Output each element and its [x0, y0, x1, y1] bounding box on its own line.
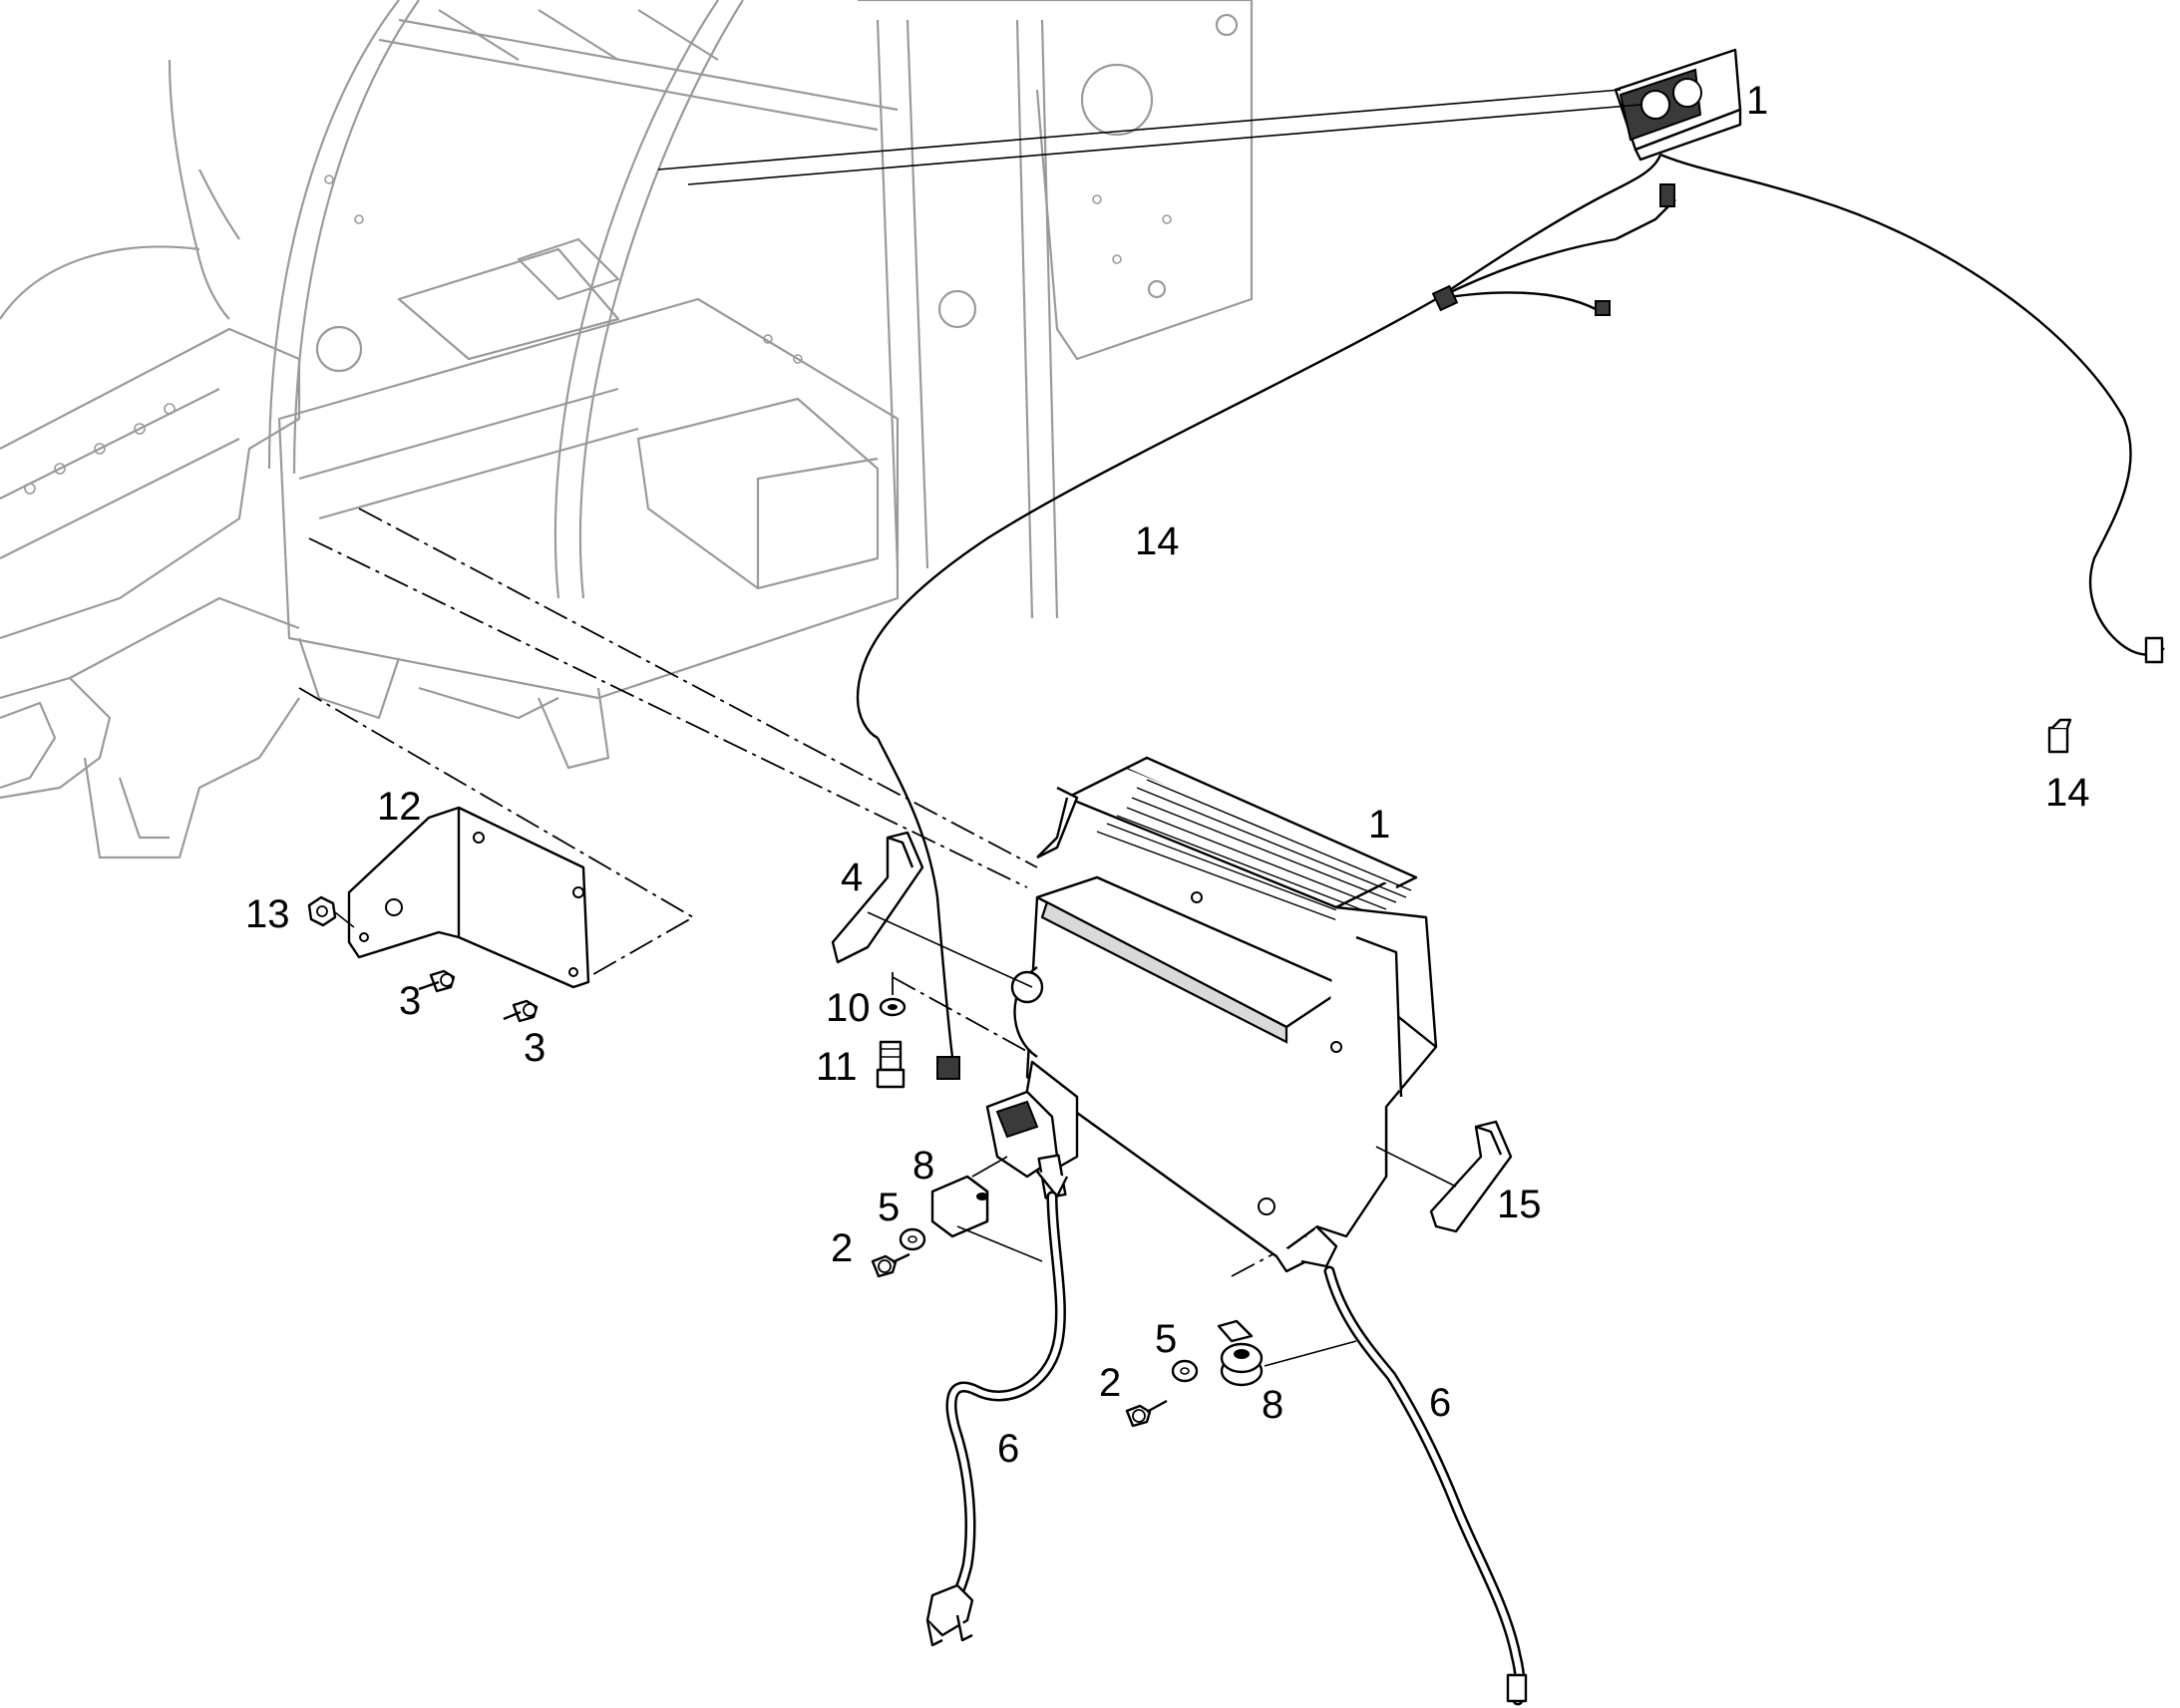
callout-11: 11	[816, 1045, 858, 1089]
nut	[307, 895, 337, 927]
callout-8-lower: 8	[1262, 1383, 1283, 1427]
bolt	[876, 1040, 906, 1089]
callout-3-lower: 3	[524, 1026, 545, 1070]
leader-grommet-lower	[1264, 1340, 1357, 1367]
alignment-lines	[298, 508, 1307, 1277]
screw	[871, 1252, 910, 1278]
cab-frame	[0, 0, 1254, 859]
callouts: 1 14 14 1 12 4 13 3 3 10 11 8 5 2 15 5 2…	[245, 79, 2090, 1471]
wiring-harness	[856, 153, 2165, 1080]
screw	[1125, 1399, 1168, 1428]
water-valve	[985, 1090, 1069, 1199]
callout-6-right: 6	[1429, 1381, 1451, 1425]
control-panel	[1614, 48, 1742, 162]
harness-clip	[2047, 718, 2072, 754]
callout-12: 12	[377, 785, 422, 829]
hose-left	[925, 1191, 1066, 1647]
leader-control-panel	[657, 89, 1622, 171]
callout-6-left: 6	[997, 1427, 1019, 1471]
leader-control-panel-2	[687, 104, 1641, 185]
callout-15: 15	[1497, 1183, 1542, 1226]
grommet	[930, 1175, 989, 1238]
callout-4: 4	[841, 855, 863, 899]
callout-13: 13	[245, 892, 290, 936]
grommet	[1220, 1342, 1264, 1387]
leader-bracket-right	[1375, 1146, 1457, 1188]
washer	[1171, 1359, 1199, 1383]
callout-14-harness: 14	[1135, 519, 1180, 563]
callout-2-upper: 2	[831, 1226, 853, 1270]
callout-1-heater: 1	[1368, 803, 1390, 847]
callout-5-lower: 5	[1155, 1317, 1177, 1361]
callout-8-upper: 8	[912, 1144, 934, 1188]
callout-3-upper: 3	[399, 979, 421, 1023]
frame-holes	[24, 174, 1172, 495]
leader-grommet-upper-2	[971, 1156, 1008, 1178]
screw	[503, 999, 539, 1023]
callout-10: 10	[826, 986, 871, 1030]
clip	[1217, 1319, 1254, 1343]
washer	[899, 1227, 926, 1251]
hose-right	[1323, 1265, 1528, 1706]
bracket-left	[831, 831, 924, 964]
leader-bracket-left	[867, 911, 1033, 988]
heater-unit	[1010, 756, 1438, 1273]
leader-grommet-upper	[956, 1225, 1043, 1262]
callout-2-lower: 2	[1099, 1361, 1121, 1405]
callout-1-control-panel: 1	[1746, 79, 1768, 123]
leader-nut	[334, 911, 355, 928]
screw	[418, 969, 456, 993]
radiator-fins	[1096, 779, 1412, 928]
callout-5-upper: 5	[878, 1186, 900, 1229]
washer	[879, 997, 907, 1017]
mounting-plate	[347, 806, 590, 989]
callout-14-clip: 14	[2045, 771, 2090, 815]
bracket-right	[1429, 1120, 1513, 1233]
